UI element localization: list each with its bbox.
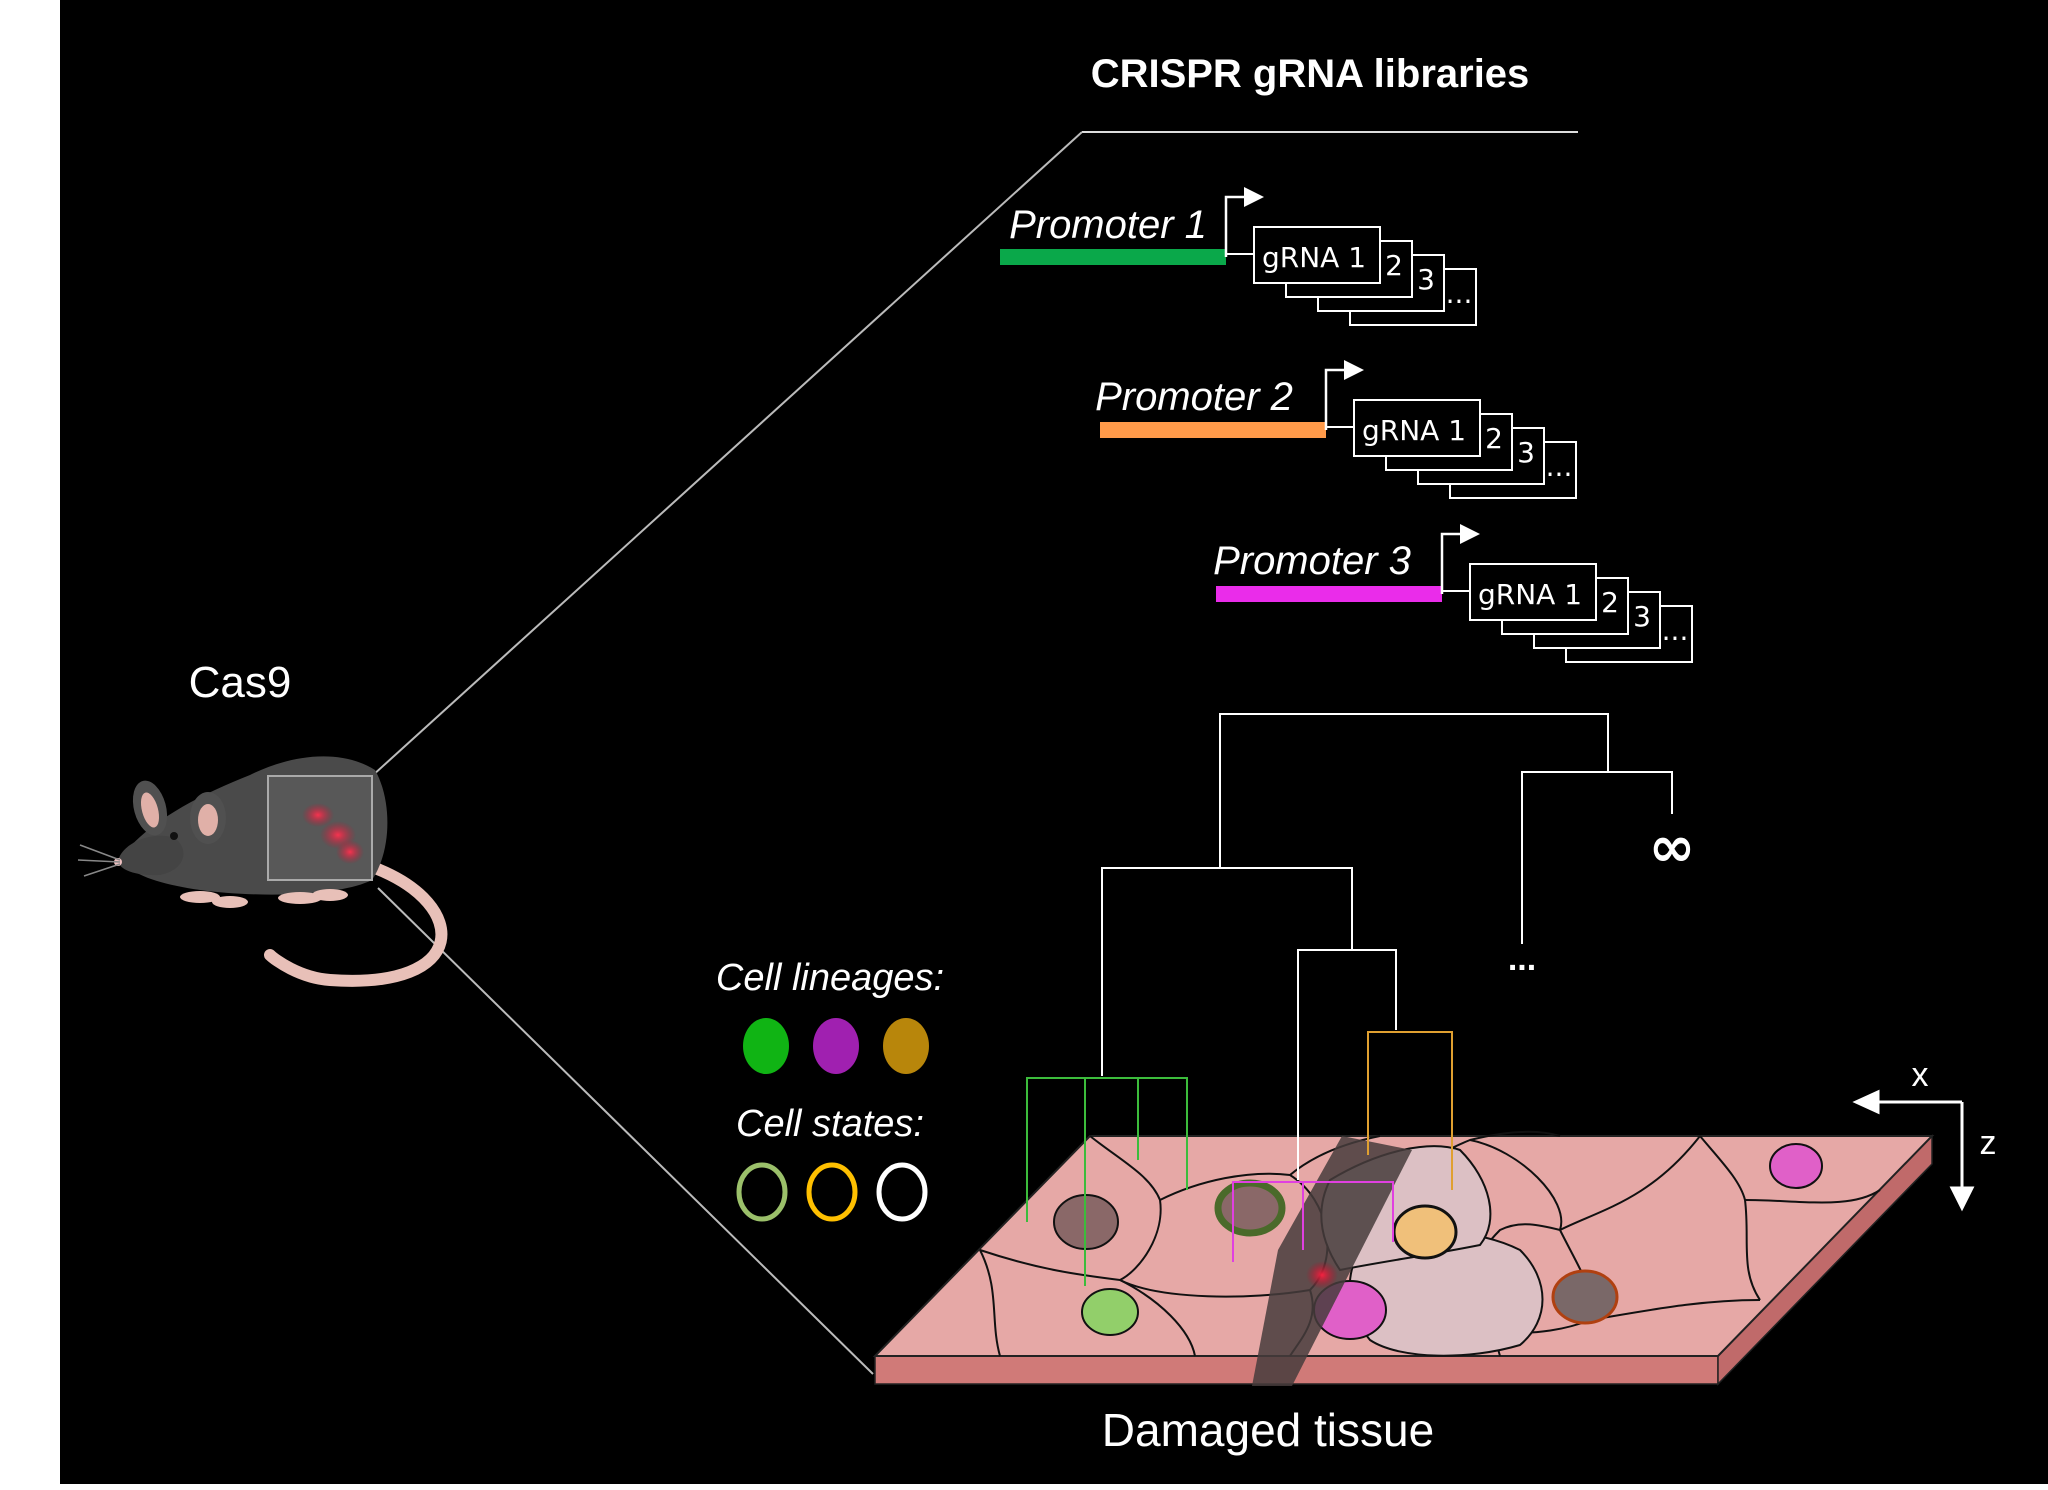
- grna-card-label: ...: [1446, 277, 1473, 310]
- tissue-label: Damaged tissue: [1102, 1404, 1434, 1456]
- lineage-dot-gold: [883, 1018, 929, 1074]
- states-label: Cell states:: [736, 1103, 924, 1145]
- promoter-label: Promoter 3: [1213, 539, 1411, 583]
- grna-card-label: 2: [1601, 586, 1619, 619]
- grna-card-label: 3: [1417, 263, 1435, 296]
- promoter-label: Promoter 2: [1095, 375, 1293, 419]
- lineage-dot-green: [743, 1018, 789, 1074]
- axis-x-label: x: [1912, 1056, 1929, 1094]
- grna-card: [1253, 226, 1381, 284]
- axis-z-label: z: [1980, 1124, 1997, 1162]
- grna-card-label: gRNA 1: [1262, 241, 1366, 274]
- grna-card-label: 2: [1385, 249, 1403, 282]
- diagram-title: CRISPR gRNA libraries: [1091, 52, 1530, 96]
- tss-arrow: [1224, 195, 1246, 257]
- axis-indicator: [1852, 1089, 1975, 1212]
- state-ring-yellow: [806, 1162, 858, 1222]
- grna-card-label: ...: [1546, 450, 1573, 483]
- lineage-dot-purple: [813, 1018, 859, 1074]
- state-ring-green: [736, 1162, 788, 1222]
- grna-card-label: 3: [1633, 600, 1651, 633]
- grna-card-label: gRNA 1: [1478, 578, 1582, 611]
- arrow-icon: [1244, 187, 1264, 207]
- mouse-label: Cas9: [189, 658, 292, 707]
- arrow-icon: [1460, 524, 1480, 544]
- grna-card-label: ...: [1662, 614, 1689, 647]
- tissue-slab: [872, 1130, 1935, 1386]
- grna-card-label: 3: [1517, 436, 1535, 469]
- zoom-line-bottom: [377, 887, 874, 1375]
- legend: Cell lineages: Cell states:: [716, 957, 944, 1222]
- grna-card-label: 2: [1485, 422, 1503, 455]
- mouse-illustration: [77, 756, 448, 987]
- tss-arrow: [1324, 368, 1346, 430]
- infinity-symbol: ∞: [1649, 815, 1696, 880]
- promoter-bar: [1100, 422, 1326, 438]
- lineage-tree: [1026, 713, 1673, 1286]
- promoter-bar: [1216, 586, 1442, 602]
- grna-card-label: gRNA 1: [1362, 414, 1466, 447]
- arrow-icon: [1344, 360, 1364, 380]
- lineages-label: Cell lineages:: [716, 957, 944, 999]
- tree-ellipsis: ...: [1508, 940, 1536, 978]
- zoom-line-top: [371, 131, 1083, 777]
- tss-arrow: [1440, 532, 1462, 594]
- promoter-bar: [1000, 249, 1226, 265]
- state-ring-white: [876, 1162, 928, 1222]
- promoter-label: Promoter 1: [1009, 203, 1207, 247]
- grna-card: [1469, 563, 1597, 621]
- grna-card: [1353, 399, 1481, 457]
- zoom-box: [267, 775, 373, 881]
